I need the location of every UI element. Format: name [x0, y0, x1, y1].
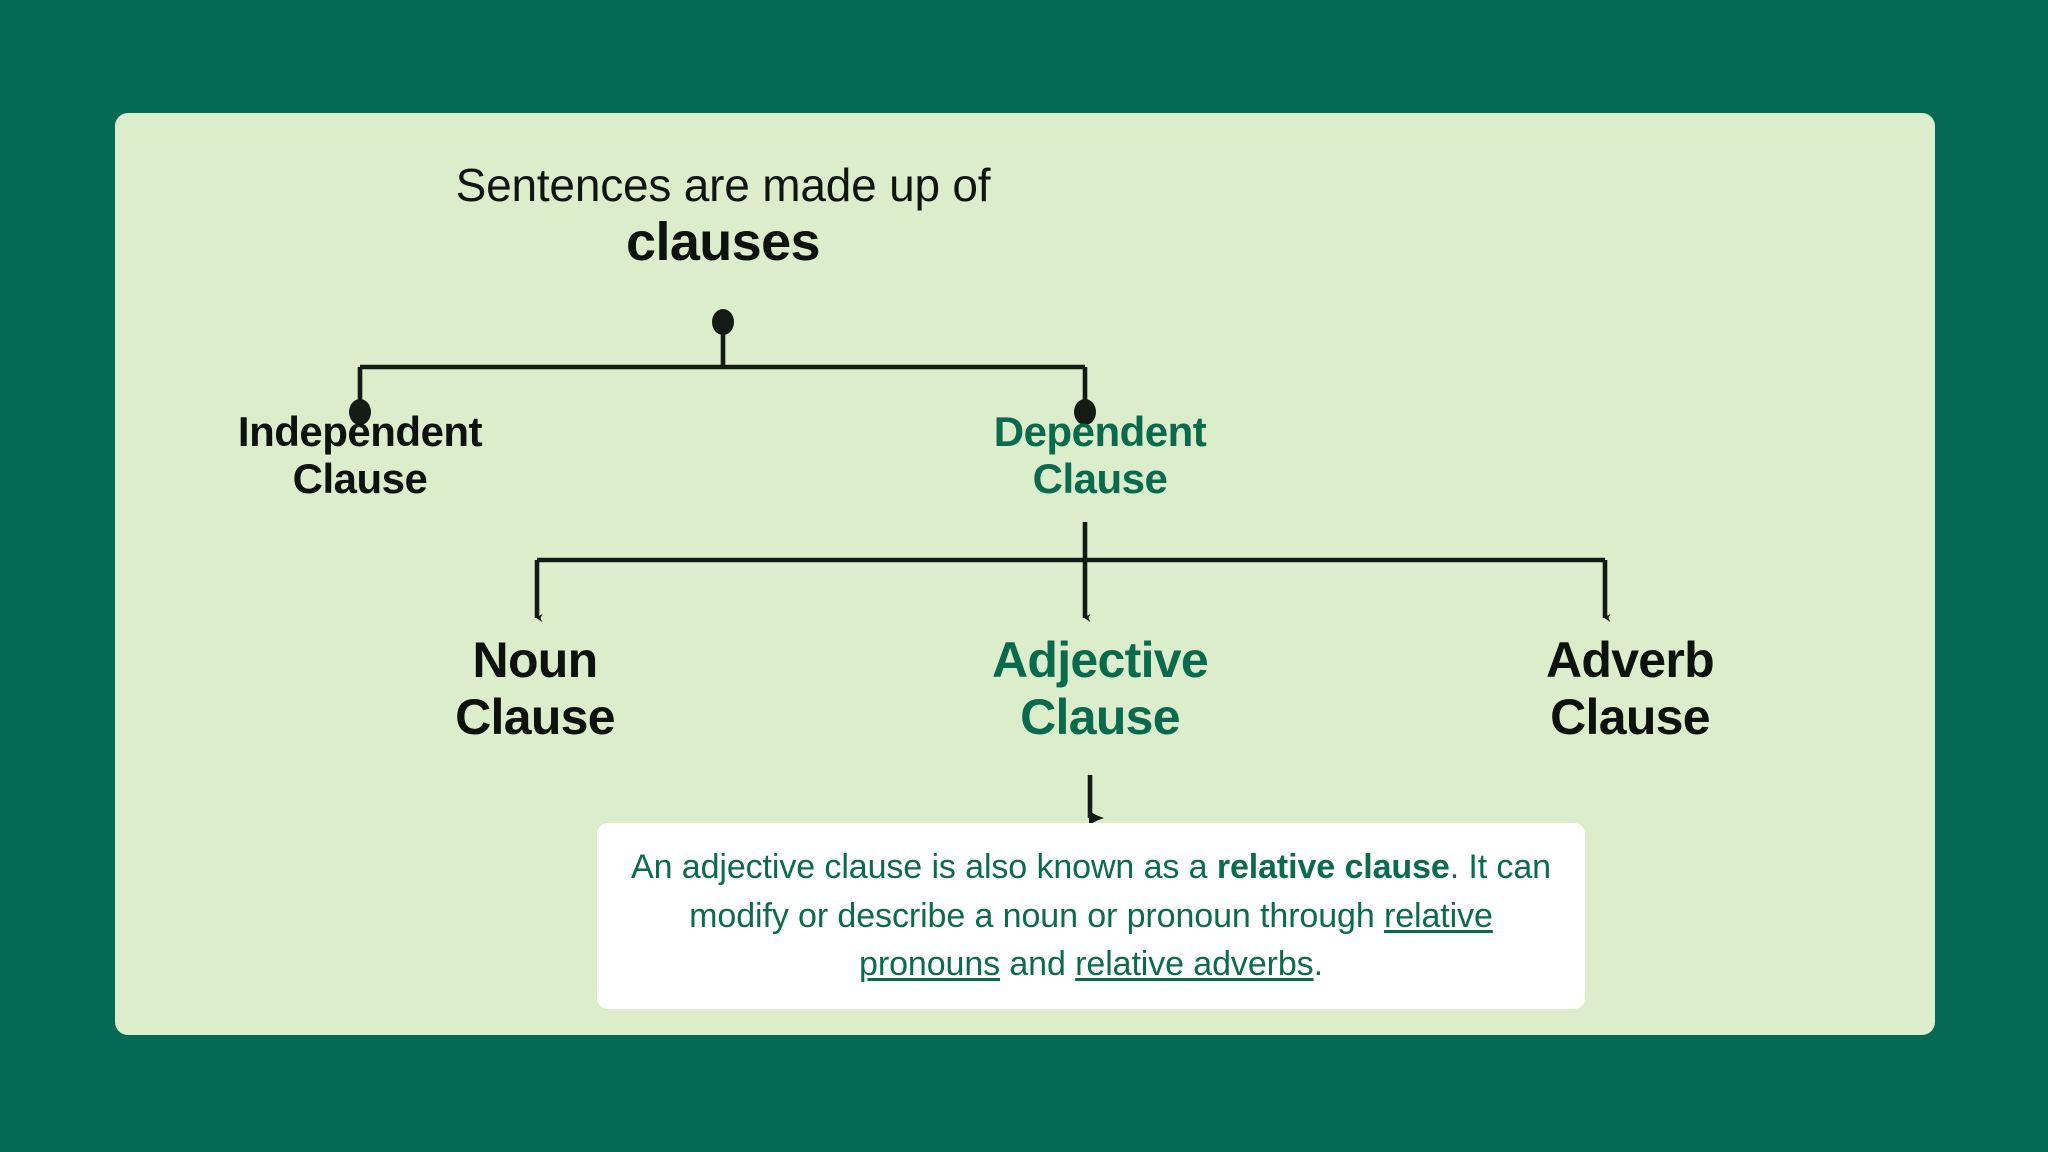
- callout-text-run: and: [1000, 945, 1076, 984]
- node-adverb-clause: Adverb Clause: [1545, 632, 1715, 745]
- callout-emphasis: relative clause: [1216, 847, 1450, 886]
- callout-link-3[interactable]: relative pronouns: [859, 896, 1493, 984]
- node-noun-clause: Noun Clause: [455, 632, 615, 745]
- callout-link-5[interactable]: relative adverbs: [1075, 945, 1314, 984]
- callout-card: An adjective clause is also known as a r…: [597, 823, 1585, 1009]
- callout-text: An adjective clause is also known as a r…: [629, 843, 1553, 990]
- node-independent-clause: Independent Clause: [237, 408, 483, 503]
- callout-text-run: .: [1313, 945, 1323, 984]
- callout-text-run: An adjective clause is also known as a: [631, 847, 1217, 886]
- node-adjective-clause: Adjective Clause: [991, 632, 1209, 745]
- node-dependent-clause: Dependent Clause: [993, 408, 1207, 503]
- root-intro-text: Sentences are made up of: [455, 159, 991, 211]
- callout-text-run: . It can modify or describe a noun or pr…: [689, 847, 1551, 935]
- root-title: clauses: [626, 212, 821, 272]
